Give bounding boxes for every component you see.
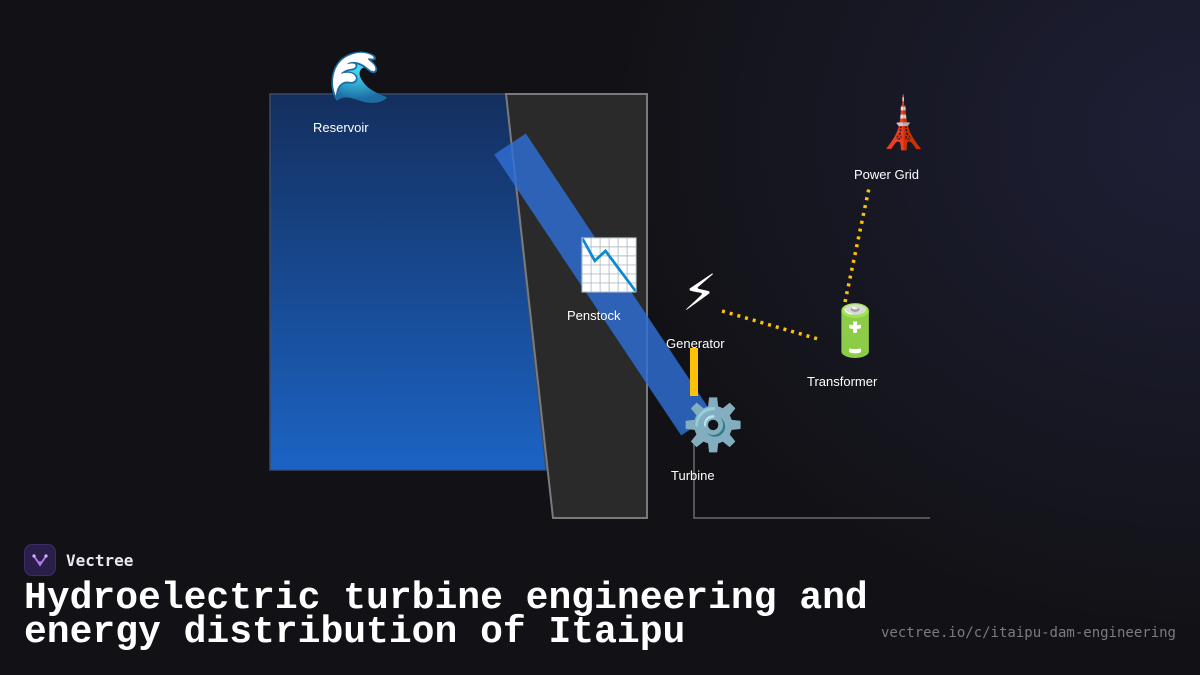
generator-transformer-line: [721, 309, 819, 341]
reservoir-label: Reservoir: [313, 120, 369, 135]
battery-icon: 🔋: [824, 302, 887, 360]
vectree-logo[interactable]: [24, 544, 56, 576]
turbine-label: Turbine: [671, 468, 715, 483]
reservoir-water: [269, 93, 547, 471]
transformer-grid-line: [843, 187, 871, 303]
transformer-label: Transformer: [807, 374, 878, 389]
transmission-tower-icon: 🗼: [872, 94, 935, 152]
ground-line: [693, 440, 930, 519]
lightning-icon: ⚡: [682, 264, 718, 322]
chart-decreasing-icon: 📉: [578, 236, 641, 294]
water-wave-icon: 🌊: [328, 48, 391, 106]
generator-label: Generator: [666, 336, 725, 351]
source-url[interactable]: vectree.io/c/itaipu-dam-engineering: [880, 625, 1176, 641]
brand-name: Vectree: [66, 551, 134, 570]
penstock-label: Penstock: [567, 308, 621, 323]
gear-icon: ⚙️: [682, 396, 745, 454]
vectree-logo-icon: [32, 554, 48, 567]
power-grid-label: Power Grid: [854, 167, 920, 182]
page-title: Hydroelectric turbine engineering and en…: [24, 577, 868, 654]
penstock-channel: [494, 133, 713, 436]
